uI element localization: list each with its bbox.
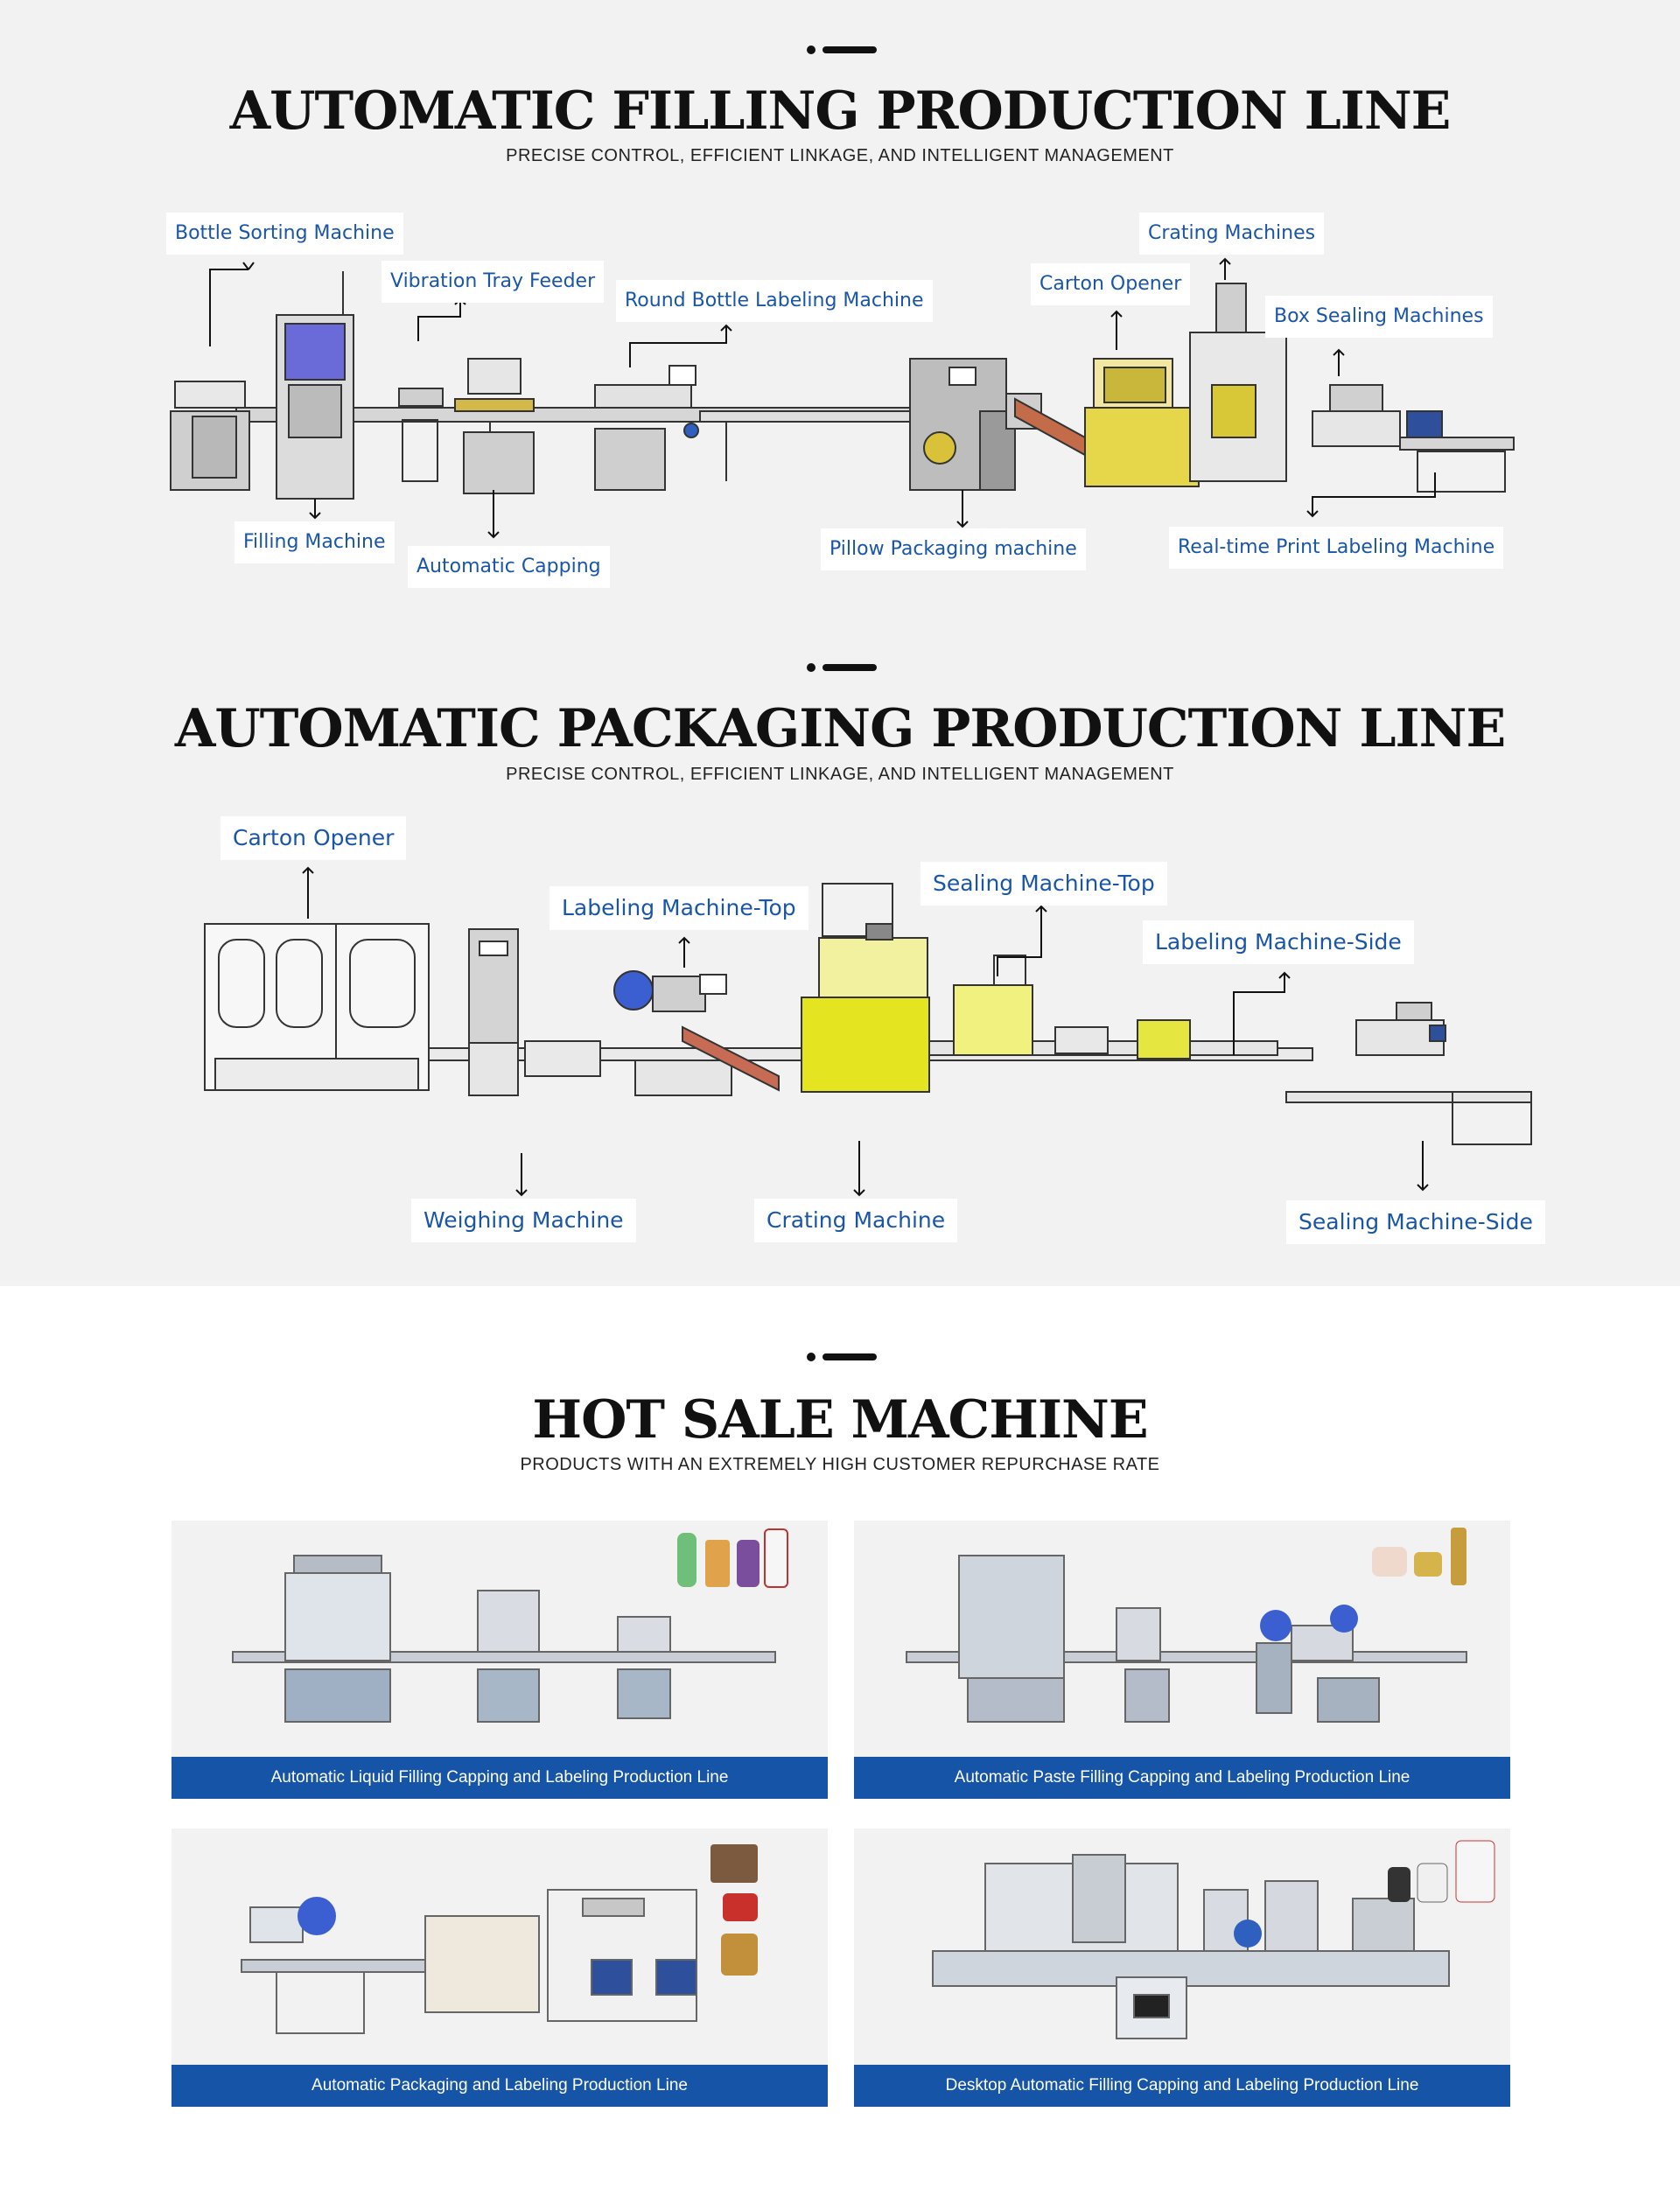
product-card[interactable]: Desktop Automatic Filling Capping and La… [854, 1829, 1510, 2107]
label-bottle-sorting: Bottle Sorting Machine [166, 213, 403, 255]
product-caption[interactable]: Automatic Paste Filling Capping and Labe… [854, 1757, 1510, 1799]
product-caption[interactable]: Automatic Packaging and Labeling Product… [172, 2065, 828, 2107]
product-image [906, 1528, 1467, 1723]
label-crating-machines: Crating Machines [1139, 213, 1325, 255]
hot-sale-subtitle: PRODUCTS WITH AN EXTREMELY HIGH CUSTOMER… [520, 1455, 1160, 1474]
label-round-bottle-labeling: Round Bottle Labeling Machine [616, 280, 933, 322]
packaging-line-diagram [204, 866, 1532, 1197]
label-realtime-print-labeling: Real-time Print Labeling Machine [1169, 527, 1504, 569]
product-image [241, 1844, 758, 2034]
product-card[interactable]: Automatic Paste Filling Capping and Labe… [854, 1521, 1510, 1799]
label-filling-machine: Filling Machine [234, 521, 395, 563]
label-crating-machine: Crating Machine [754, 1199, 958, 1242]
filling-section-title: AUTOMATIC FILLING PRODUCTION LINE [229, 80, 1452, 142]
product-caption[interactable]: Desktop Automatic Filling Capping and La… [854, 2065, 1510, 2107]
label-sealing-side: Sealing Machine-Side [1286, 1200, 1545, 1244]
label-automatic-capping: Automatic Capping [408, 546, 610, 588]
packaging-section-title: AUTOMATIC PACKAGING PRODUCTION LINE [174, 698, 1506, 759]
packaging-section-subtitle: PRECISE CONTROL, EFFICIENT LINKAGE, AND … [506, 765, 1174, 784]
label-pillow-packaging: Pillow Packaging machine [821, 528, 1086, 570]
label-weighing-machine: Weighing Machine [411, 1199, 636, 1242]
label-box-sealing: Box Sealing Machines [1265, 296, 1493, 338]
filling-line-diagram [170, 257, 1515, 539]
product-card[interactable]: Automatic Liquid Filling Capping and Lab… [172, 1521, 828, 1799]
hot-sale-title: HOT SALE MACHINE [532, 1389, 1148, 1451]
product-caption[interactable]: Automatic Liquid Filling Capping and Lab… [172, 1757, 828, 1799]
product-image [932, 1840, 1495, 2039]
product-card[interactable]: Automatic Packaging and Labeling Product… [172, 1829, 828, 2107]
label-sealing-top: Sealing Machine-Top [920, 862, 1167, 906]
product-image [232, 1528, 788, 1723]
label-vibration-tray-feeder: Vibration Tray Feeder [382, 261, 605, 303]
label-labeling-top: Labeling Machine-Top [550, 886, 808, 930]
filling-section-subtitle: PRECISE CONTROL, EFFICIENT LINKAGE, AND … [506, 146, 1174, 165]
section-marker [807, 45, 877, 54]
section-marker [807, 663, 877, 672]
section-marker [807, 1353, 877, 1361]
label-carton-opener-2: Carton Opener [220, 816, 407, 860]
label-labeling-side: Labeling Machine-Side [1143, 920, 1414, 964]
label-carton-opener: Carton Opener [1031, 263, 1191, 305]
